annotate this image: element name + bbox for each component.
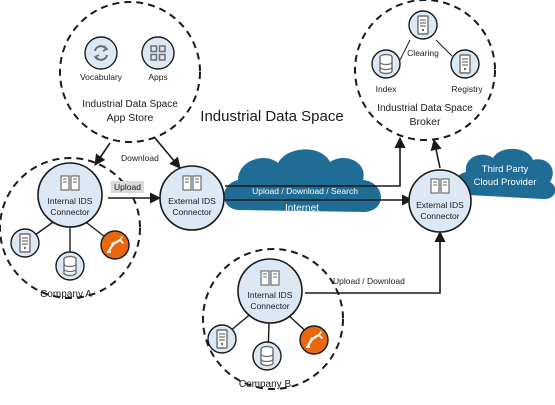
internet-label: Internet (285, 203, 319, 214)
server-icon (417, 15, 429, 35)
app-store-title-line1: Industrial Data Space (82, 99, 178, 110)
internet-flow-label: Upload / Download / Search (252, 186, 358, 196)
company-b-group (202, 248, 344, 390)
database-icon (63, 255, 77, 277)
registry-label: Registry (451, 84, 483, 94)
edge-download-company-a (94, 142, 111, 166)
external-connector-1-line1: External IDS (168, 196, 216, 206)
company-a-internal-connector[interactable]: Internal IDS Connector (37, 162, 103, 228)
edge-search-broker (225, 136, 406, 187)
edge-upload-download-company-b (305, 230, 446, 294)
vocabulary-label: Vocabulary (80, 72, 123, 82)
index-label: Index (376, 84, 398, 94)
external-connector-2-line1: External IDS (416, 200, 464, 210)
broker-title-line2: Broker (410, 116, 441, 128)
edge-download-external (154, 137, 181, 169)
company-b-internal-connector[interactable]: Internal IDS Connector (237, 258, 303, 324)
company-a-server-node[interactable] (10, 228, 40, 258)
server-icon (19, 233, 31, 253)
database-icon (260, 345, 274, 367)
registry-node[interactable]: Registry (450, 49, 483, 94)
upload-download-edge-label: Upload / Download (333, 276, 405, 286)
company-a-robot-node[interactable] (100, 230, 130, 260)
page-title: Industrial Data Space (200, 108, 343, 125)
server-icon (459, 54, 471, 74)
upload-edge-label: Upload (114, 182, 141, 192)
app-store-title-line2: App Store (107, 112, 154, 124)
company-a-connector-line2: Connector (50, 207, 89, 217)
edge-external2-broker (430, 138, 442, 169)
app-store-group (59, 1, 201, 143)
company-b-robot-node[interactable] (299, 325, 329, 355)
external-connector-1-line2: Connector (172, 207, 211, 217)
server-icon (216, 329, 228, 349)
clearing-node[interactable]: Clearing (407, 10, 439, 58)
broker-link (435, 39, 453, 57)
download-edge-label: Download (121, 153, 159, 163)
broker-link (399, 39, 411, 61)
external-connector-2[interactable]: External IDS Connector (408, 169, 472, 233)
company-b-connector-line2: Connector (250, 301, 289, 311)
clearing-label: Clearing (407, 48, 439, 58)
company-a-label: Company A (40, 289, 92, 300)
index-node[interactable]: Index (371, 49, 401, 94)
grid-icon (150, 45, 166, 61)
company-b-server-node[interactable] (207, 324, 237, 354)
company-b-connector-line1: Internal IDS (248, 290, 293, 300)
third-party-cloud (455, 148, 555, 200)
vocabulary-node[interactable]: Vocabulary (80, 36, 123, 82)
company-a-connector-line1: Internal IDS (48, 196, 93, 206)
upload-label-bg (111, 181, 144, 193)
company-b-label: Company B (239, 379, 292, 390)
apps-label: Apps (148, 72, 167, 82)
company-b-database-node[interactable] (252, 341, 282, 371)
third-party-line1: Third Party (482, 164, 529, 175)
external-connector-1[interactable]: External IDS Connector (159, 165, 225, 231)
company-a-group (0, 157, 141, 299)
company-a-database-node[interactable] (55, 251, 85, 281)
sync-arrows-icon (93, 45, 109, 61)
broker-title-line1: Industrial Data Space (377, 103, 473, 114)
third-party-line2: Cloud Provider (474, 177, 537, 188)
broker-group (354, 0, 496, 141)
apps-node[interactable]: Apps (141, 36, 175, 82)
external-connector-2-line2: Connector (420, 211, 459, 221)
database-icon (379, 53, 393, 75)
internet-cloud (223, 149, 381, 212)
